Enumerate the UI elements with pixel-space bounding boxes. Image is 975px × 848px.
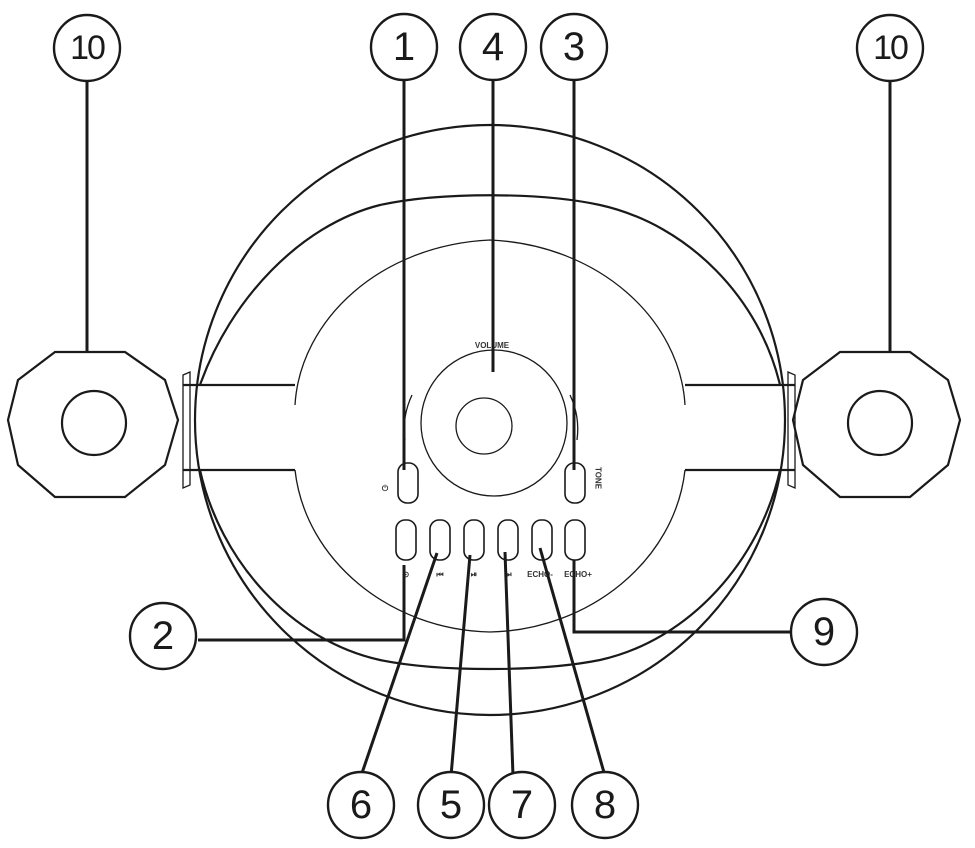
leader-lines	[85, 80, 892, 777]
callout-5: 5	[416, 770, 486, 840]
handle-bars	[182, 371, 796, 489]
inner-ring-lower	[294, 469, 686, 633]
power-button[interactable]	[397, 462, 419, 504]
svg-text:10: 10	[873, 29, 908, 67]
volume-knob-inner	[455, 397, 513, 455]
svg-text:4: 4	[482, 25, 504, 69]
power-symbol: ⏻	[382, 484, 389, 493]
next-button[interactable]	[497, 519, 519, 561]
mode-symbol: ⊙	[403, 570, 410, 579]
echo-plus-button[interactable]	[564, 519, 586, 561]
callout-10-left: 10	[52, 13, 122, 83]
mode-button[interactable]	[395, 519, 417, 561]
callout-2: 2	[128, 601, 198, 671]
svg-text:3: 3	[563, 25, 585, 69]
volume-knob[interactable]: VOLUME	[403, 341, 579, 497]
svg-text:2: 2	[152, 614, 174, 658]
svg-text:8: 8	[594, 783, 616, 827]
speaker-body	[193, 123, 787, 717]
callout-7: 7	[487, 770, 557, 840]
svg-text:5: 5	[440, 783, 462, 827]
play-pause-symbol: ⏯	[471, 570, 477, 579]
callout-9: 9	[789, 597, 859, 667]
inner-ring-upper	[294, 239, 686, 406]
svg-text:1: 1	[393, 25, 415, 69]
echo-plus-label: ECHO+	[564, 570, 592, 579]
prev-symbol: ⏮	[436, 570, 443, 579]
callout-8: 8	[570, 770, 640, 840]
left-wheel	[6, 350, 180, 499]
right-wheel	[791, 350, 962, 499]
callout-6: 6	[326, 770, 396, 840]
outer-rim	[193, 123, 787, 717]
callout-10-right: 10	[855, 13, 925, 83]
echo-minus-label: ECHO-	[527, 570, 553, 579]
tone-label: TONE	[594, 467, 603, 490]
control-buttons: ⏻ TONE ⊙ ⏮ ⏯ ⏭ ECHO- ECHO+	[382, 462, 603, 579]
callout-4: 4	[458, 12, 528, 82]
svg-text:9: 9	[813, 610, 835, 654]
next-symbol: ⏭	[504, 570, 512, 579]
svg-text:6: 6	[350, 783, 372, 827]
callout-3: 3	[539, 12, 609, 82]
upper-inner-arc	[198, 194, 782, 386]
svg-text:7: 7	[511, 783, 533, 827]
svg-text:10: 10	[70, 29, 105, 67]
lower-inner-arc	[198, 469, 782, 671]
prev-button[interactable]	[429, 519, 451, 561]
play-pause-button[interactable]	[463, 519, 485, 561]
callout-1: 1	[369, 12, 439, 82]
